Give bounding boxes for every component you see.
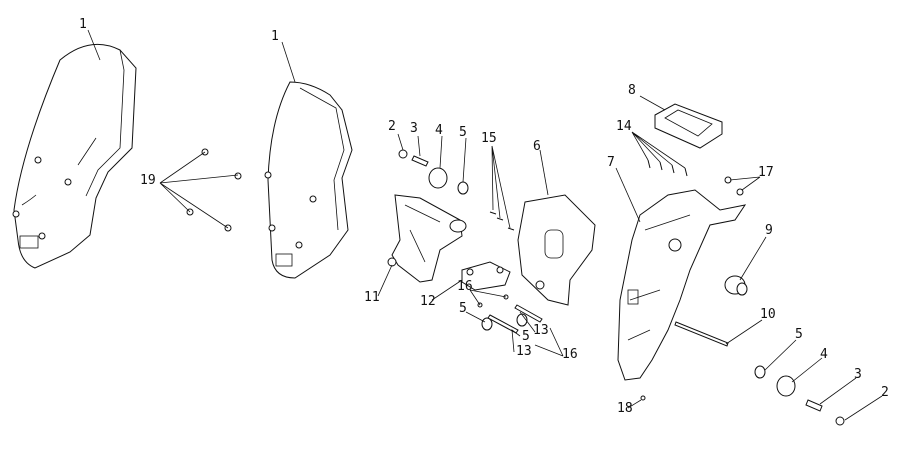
callout-5: 5 bbox=[459, 125, 467, 140]
callout-1: 1 bbox=[271, 29, 279, 44]
callout-7: 7 bbox=[607, 155, 615, 170]
leader-lines bbox=[87, 29, 883, 421]
callout-2: 2 bbox=[388, 119, 396, 134]
callout-11: 11 bbox=[364, 290, 380, 305]
callout-12: 12 bbox=[420, 294, 436, 309]
callout-3: 3 bbox=[410, 121, 418, 136]
windshield-large bbox=[12, 43, 137, 269]
windshield-small bbox=[264, 81, 353, 279]
callout-5: 5 bbox=[522, 329, 530, 344]
callout-2: 2 bbox=[881, 385, 889, 400]
instrument-cluster-8 bbox=[647, 103, 723, 177]
bolts-19 bbox=[186, 148, 242, 232]
callout-10: 10 bbox=[760, 307, 776, 322]
knob-9 bbox=[724, 275, 748, 296]
small-parts-top bbox=[398, 149, 515, 231]
link-plate-12 bbox=[461, 261, 511, 291]
callout-19: 19 bbox=[140, 173, 156, 188]
callout-6: 6 bbox=[533, 139, 541, 154]
callout-17: 17 bbox=[758, 165, 774, 180]
callout-5: 5 bbox=[795, 327, 803, 342]
bracket-6 bbox=[517, 194, 596, 306]
callout-16: 16 bbox=[562, 347, 578, 362]
callout-13: 13 bbox=[516, 344, 532, 359]
small-parts-right bbox=[640, 365, 845, 426]
callout-14: 14 bbox=[616, 119, 632, 134]
front-frame-7 bbox=[617, 189, 747, 381]
callout-9: 9 bbox=[765, 223, 773, 238]
callout-15: 15 bbox=[481, 131, 497, 146]
callout-18: 18 bbox=[617, 401, 633, 416]
callout-4: 4 bbox=[820, 347, 828, 362]
callout-13: 13 bbox=[533, 323, 549, 338]
callout-4: 4 bbox=[435, 123, 443, 138]
callout-16: 16 bbox=[457, 279, 473, 294]
callout-labels: 1 1 2 3 4 5 15 6 8 14 7 17 19 9 10 11 12… bbox=[79, 17, 889, 416]
callout-3: 3 bbox=[854, 367, 862, 382]
bracket-11 bbox=[387, 194, 467, 283]
callout-1: 1 bbox=[79, 17, 87, 32]
small-parts-middle bbox=[477, 294, 543, 334]
callout-5: 5 bbox=[459, 301, 467, 316]
callout-8: 8 bbox=[628, 83, 636, 98]
rod-10 bbox=[674, 321, 729, 347]
